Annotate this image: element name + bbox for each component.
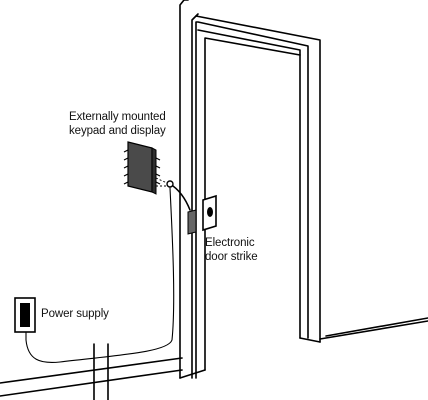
strike-label-line-2: door strike [205, 251, 258, 263]
keypad-label: Externally mounted keypad and display [69, 110, 166, 138]
strike-label-line-1: Electronic [205, 237, 255, 249]
power-supply-label: Power supply [41, 307, 109, 321]
wall-floor-lines [0, 317, 428, 397]
keypad-label-line-2: keypad and display [69, 125, 166, 137]
power-supply-device [14, 297, 36, 333]
keypad-device [123, 141, 174, 195]
door-frame [179, 0, 321, 379]
power-supply-label-text: Power supply [41, 308, 109, 320]
wall-corner-line [93, 343, 109, 400]
strike-label: Electronic door strike [205, 236, 258, 264]
keypad-label-line-1: Externally mounted [69, 111, 166, 123]
power-wire [25, 187, 175, 363]
door-strike-device [187, 194, 217, 235]
